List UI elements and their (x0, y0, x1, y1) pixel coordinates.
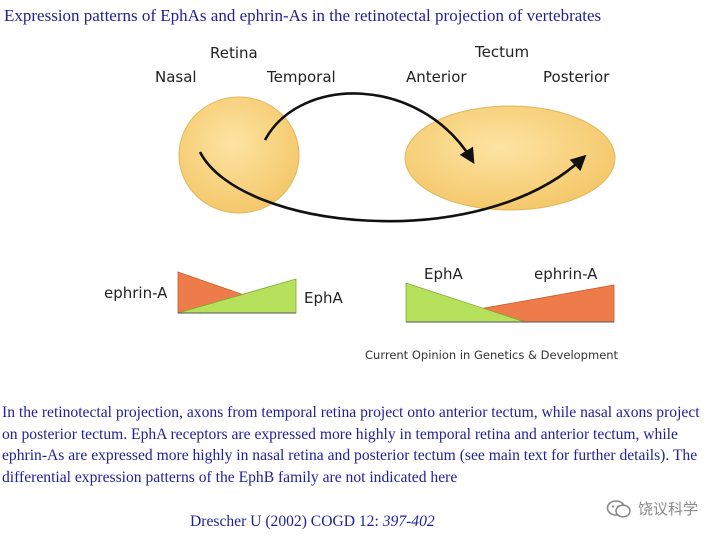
wechat-icon (606, 499, 631, 518)
figure-caption: In the retinotectal projection, axons fr… (2, 404, 700, 486)
page-title: Expression patterns of EphAs and ephrin-… (4, 6, 602, 25)
source-credit: Current Opinion in Genetics & Developmen… (365, 348, 619, 362)
citation-pages: 397-402 (382, 513, 435, 530)
tectum-epha-gradient (405, 282, 526, 323)
watermark-text: 饶议科学 (637, 500, 698, 518)
posterior-label: Posterior (543, 68, 610, 86)
temporal-label: Temporal (266, 68, 336, 86)
nasal-label: Nasal (155, 68, 197, 86)
tectum-epha-label: EphA (424, 265, 464, 283)
anterior-label: Anterior (406, 68, 467, 86)
temporal-to-anterior-arrow (263, 92, 475, 164)
nasal-to-posterior-arrow (198, 151, 587, 223)
retina-shape (178, 96, 300, 214)
retinotectal-diagram: Retina Nasal Temporal Tectum Anterior Po… (104, 43, 619, 362)
retina-gradient-panel: ephrin-A EphA (104, 271, 344, 314)
tectum-label: Tectum (474, 43, 529, 61)
tectum-shape (404, 105, 616, 211)
tectum-ephrin-label: ephrin-A (534, 265, 598, 283)
tectum-gradient-panel: EphA ephrin-A (405, 265, 615, 323)
retina-ephrin-label: ephrin-A (104, 284, 168, 302)
citation-text: Drescher U (2002) COGD 12: (190, 513, 383, 530)
retina-label: Retina (210, 44, 258, 62)
citation: Drescher U (2002) COGD 12: 397-402 (190, 513, 435, 531)
watermark: 饶议科学 (606, 498, 698, 519)
retina-epha-label: EphA (304, 289, 344, 307)
